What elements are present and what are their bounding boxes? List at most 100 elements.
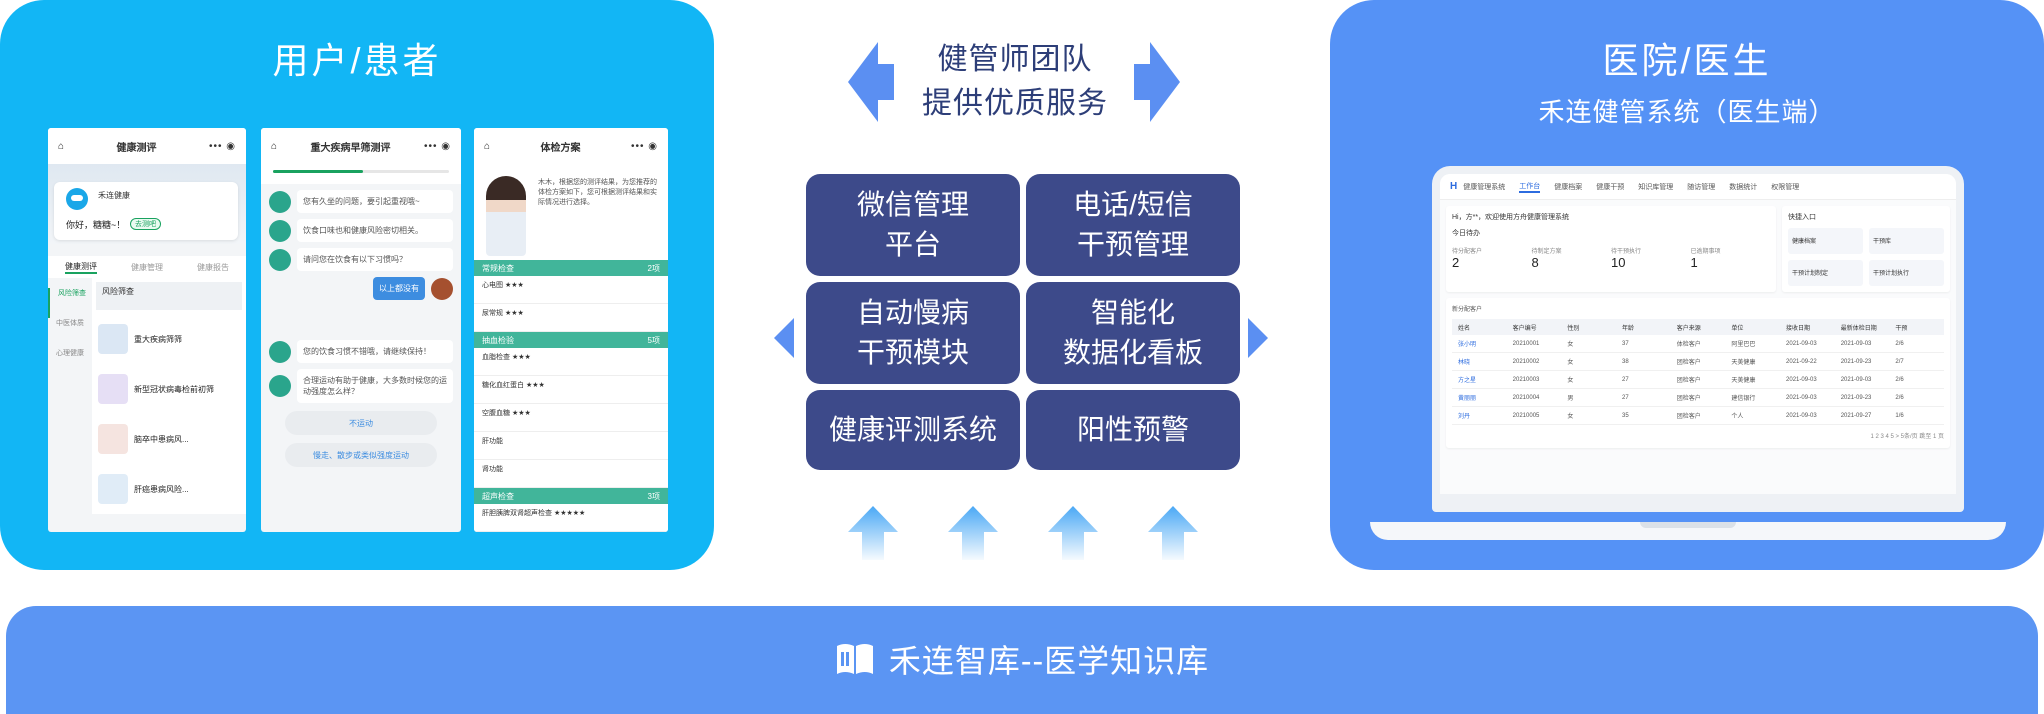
tab-health-management[interactable]: 健康管理 [131,262,163,272]
more-icon[interactable]: ••• ◉ [423,140,451,152]
nav-item[interactable]: 知识库管理 [1638,183,1674,191]
column-header: 干预 [1895,325,1908,332]
feature-line: 干预模块 [856,337,969,368]
nav-item[interactable]: 健康档案 [1554,183,1583,191]
side-menu: 风险筛查 中医体质 心理健康 [48,278,92,514]
exam-row[interactable]: 空腹血糖 ★★★ [474,404,668,432]
up-arrow-icon [1148,506,1198,560]
table-cell: 女 [1567,360,1574,366]
more-icon[interactable]: ••• ◉ [208,140,236,152]
table-cell: 2021-09-03 [1786,376,1817,383]
nav-item[interactable]: 工作台 [1519,181,1541,193]
exam-row[interactable]: 血脂检查 ★★★ [474,348,668,376]
table-cell[interactable]: 张小明 [1458,342,1477,348]
doctor-intro: 木木，根据您的测评结果，为您推荐的体检方案如下，您可根据测评结果和实际情况进行选… [474,164,668,260]
exam-row[interactable]: 尿常规 ★★★ [474,304,668,332]
nav-item[interactable]: 权限管理 [1771,183,1800,191]
up-arrow-icon [948,506,998,560]
phone-title: 体检方案 [540,142,581,154]
exam-row[interactable]: 糖化血红蛋白 ★★★ [474,376,668,404]
table-cell[interactable]: 方之星 [1458,378,1477,384]
app-nav: H 健康管理系统 工作台 健康档案 健康干预 知识库管理 随访管理 数据统计 权… [1440,174,1956,200]
answer-option[interactable]: 慢走、散步或类似强度运动 [285,443,437,467]
stat-value: 8 [1531,255,1539,270]
list-item[interactable]: 脑卒中患病风... [92,414,246,464]
brand-name: 禾连健康 [98,191,130,200]
doctor-panel: 医院/医生 禾连健管系统（医生端） H 健康管理系统 工作台 健康档案 健康干预… [1330,0,2044,570]
item-thumb [98,424,128,454]
table-cell: 阿里巴巴 [1731,342,1756,348]
list-item[interactable]: 新型冠状病毒检前初筛 [92,364,246,414]
column-header: 年龄 [1622,325,1635,332]
chat-message: 请问您在饮食有以下习惯吗？ [269,248,453,271]
doctor-avatar [269,190,291,213]
exam-row[interactable]: 肝胆胰脾双肾超声检查 ★★★★★ [474,504,668,532]
quick-link[interactable]: 干预库 [1869,228,1944,254]
exam-row[interactable]: 心电图 ★★★ [474,276,668,304]
greeting-text: 你好，糖糖~！ [66,220,126,230]
chat-message: 饮食口味也和健康风险密切相关。 [269,219,453,242]
nav-item[interactable]: 健康干预 [1596,183,1625,191]
app-logo-icon: H [1450,181,1458,192]
assessment-list: 风险筛查 重大疾病筛筛 新型冠状病毒检前初筛 脑卒中患病风... 肝癌患病风险.… [92,278,246,514]
exam-row[interactable]: 肾功能 [474,460,668,488]
home-icon[interactable]: ⌂ [484,140,491,152]
section-name: 超声检查 [482,492,514,501]
table-cell: 1/6 [1895,412,1904,419]
table-cell: 天美健康 [1731,378,1756,384]
item-label: 脑卒中患病风... [134,434,189,444]
tab-health-assessment[interactable]: 健康测评 [65,261,97,274]
nav-item[interactable]: 随访管理 [1687,183,1716,191]
feature-line: 微信管理 [856,189,969,220]
quick-link[interactable]: 干预计划制定 [1788,260,1863,286]
feature-line: 平台 [884,229,941,260]
pagination[interactable]: 1 2 3 4 5 > 5条/页 跳至 1 页 [1870,434,1944,440]
home-icon[interactable]: ⌂ [58,140,65,152]
list-item[interactable]: 重大疾病筛筛 [92,314,246,364]
list-item[interactable]: 肝癌患病风险... [92,464,246,514]
table-cell: 35 [1622,412,1629,419]
chat-message: 合理运动有助于健康，大多数时候您的运动强度怎么样？ [269,369,453,403]
exam-row[interactable]: 肝功能 [474,432,668,460]
doctor-figure-icon [486,176,526,256]
side-item-mental[interactable]: 心理健康 [56,350,84,357]
quick-link[interactable]: 健康档案 [1788,228,1863,254]
table-title: 新分配客户 [1452,307,1483,313]
tab-health-report[interactable]: 健康报告 [197,262,229,272]
service-team-title: 健管师团队 提供优质服务 [900,38,1130,126]
table-cell[interactable]: 林晓 [1458,360,1471,366]
table-cell: 2/6 [1895,340,1904,347]
side-item-tcm[interactable]: 中医体质 [56,320,84,327]
table-cell: 20210004 [1512,394,1540,401]
table-cell[interactable]: 黄丽丽 [1458,396,1477,402]
quick-grid: 健康档案 干预库 干预计划制定 干预计划执行 [1788,228,1944,286]
side-item-risk[interactable]: 风险筛查 [48,288,92,318]
table-cell: 团检客户 [1676,414,1701,420]
feature-line: 健康评测系统 [828,414,997,445]
more-icon[interactable]: ••• ◉ [630,140,658,152]
table-cell: 2021-09-27 [1840,412,1872,419]
home-icon[interactable]: ⌂ [271,140,278,152]
answer-option[interactable]: 不运动 [285,411,437,435]
left-triangle-icon [774,318,794,358]
assess-badge[interactable]: 去测吧 [130,218,161,230]
table-cell[interactable]: 刘丹 [1458,414,1471,420]
progress-bar [261,164,461,184]
quick-link[interactable]: 干预计划执行 [1869,260,1944,286]
phone-tabs: 健康测评 健康管理 健康报告 [48,256,246,278]
nav-item[interactable]: 数据统计 [1729,183,1758,191]
up-arrow-icon [1048,506,1098,560]
stat-value: 10 [1611,255,1626,270]
